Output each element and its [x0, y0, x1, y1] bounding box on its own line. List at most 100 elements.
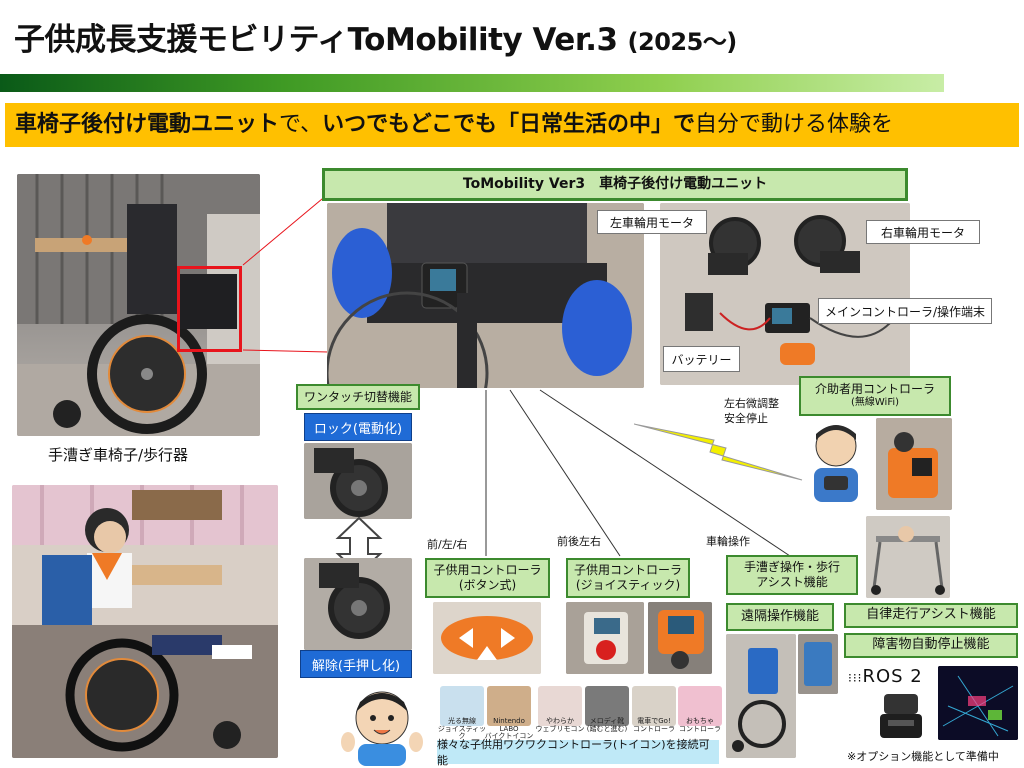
safety-stop-note: 安全停止 [724, 412, 768, 425]
release-photo [304, 558, 412, 650]
toycon-label-1b: ジョイスティック [437, 724, 487, 741]
highlight-frame [177, 266, 242, 352]
direction-label-2: 前後左右 [557, 535, 601, 548]
toycon-label-4: メロディ靴(踏むと進む) [581, 717, 633, 733]
assist-sub: アシスト機能 [756, 575, 828, 589]
button-controller-box: 子供用コントローラ (ボタン式) [425, 558, 550, 598]
remote-label: 遠隔操作機能 [740, 608, 819, 624]
assist-function-box: 手漕ぎ操作・歩行 アシスト機能 [726, 555, 858, 595]
release-wheel-illustration [304, 558, 412, 650]
tagline-part-3: いつでもどこでも「日常生活の中」で [322, 112, 696, 137]
assist-title: 手漕ぎ操作・歩行 [743, 560, 840, 574]
title-text: 子供成長支援モビリティToMobility Ver.3 [14, 22, 618, 58]
ros-logo-text: ROS 2 [862, 666, 923, 687]
boy-character-icon [341, 691, 423, 766]
battery-label: バッテリー [663, 346, 740, 372]
right-motor-label: 右車輪用モータ [866, 220, 980, 244]
release-label: 解除(手押し化) [311, 658, 401, 674]
title-year: (2025〜) [627, 28, 738, 56]
toycon-label-6a: おもちゃ [686, 717, 714, 725]
tagline-part-2: で、 [279, 112, 323, 137]
toycon-label-3: やわらかウェブリモコン [534, 717, 586, 733]
autonomous-assist-box: 自律走行アシスト機能 [844, 603, 1018, 628]
toycon-label-3b: ウェブリモコン [535, 724, 585, 733]
green-gradient-bar [0, 74, 944, 92]
toycon-label-2b: バイクトイコン [484, 732, 534, 741]
button-controller-title: 子供用コントローラ [433, 563, 542, 577]
unit-illustration [327, 203, 644, 388]
lock-wheel-illustration [304, 443, 412, 519]
toycon-thumb-4 [585, 686, 629, 726]
toycon-thumb-3 [538, 686, 582, 726]
remote-control-box: 遠隔操作機能 [726, 603, 834, 631]
button-controller-sub: (ボタン式) [458, 578, 517, 592]
toycon-label-4a: メロディ靴 [589, 717, 625, 725]
toycon-label-5: 電車でGo!コントローラ [628, 717, 680, 733]
release-box: 解除(手押し化) [300, 650, 412, 678]
child-illustration [12, 485, 278, 758]
wheelchair-illustration [17, 174, 260, 436]
lightning-icon [634, 423, 803, 481]
toycon-label-6b: コントローラ [679, 724, 721, 733]
tablet-photo [798, 634, 838, 694]
point-cloud-illustration [938, 666, 1018, 740]
toycon-thumb-1 [440, 686, 484, 726]
obstacle-label: 障害物自動停止機能 [872, 637, 990, 653]
toycon-banner-text: 様々な子供用ワクワクコントローラ(トイコン)を接続可能 [437, 738, 710, 767]
page-title: 子供成長支援モビリティToMobility Ver.3 (2025〜) [14, 14, 737, 59]
ros-dots-icon: ⁝⁝⁝ [848, 671, 863, 685]
toycon-label-6: おもちゃコントローラ [674, 717, 726, 733]
ros2-logo: ⁝⁝⁝ROS 2 [848, 666, 923, 687]
joystick-illustration-1 [566, 602, 644, 674]
switch-title: ワンタッチ切替機能 [303, 389, 412, 404]
caregiver-controller-photo [876, 418, 952, 510]
caregiver-device-illustration [876, 418, 952, 510]
remote-photo [726, 634, 796, 758]
left-motor-label: 左車輪用モータ [597, 210, 707, 234]
tablet-illustration [798, 634, 838, 694]
autonomous-label: 自律走行アシスト機能 [866, 607, 996, 623]
lidar-sensor-icon [880, 694, 922, 738]
connector-lines [242, 193, 329, 353]
child-wheelchair-photo [12, 485, 278, 758]
direction-label-1: 前/左/右 [427, 538, 468, 551]
joystick-photo-1 [566, 602, 644, 674]
tagline-part-1: 車椅子後付け電動ユニット [15, 112, 280, 137]
toycon-label-4b: (踏むと進む) [586, 724, 628, 733]
joystick-controller-title: 子供用コントローラ [573, 563, 682, 577]
toycon-label-2a: Nintendo LABO [493, 717, 525, 733]
joystick-photo-2 [648, 602, 712, 674]
direction-label-3: 車輪操作 [706, 535, 750, 548]
toycon-thumb-6 [678, 686, 722, 726]
toycon-label-5b: コントローラ [633, 724, 675, 733]
option-note: ※オプション機能として準備中 [847, 750, 999, 763]
unit-title: ToMobility Ver3 車椅子後付け電動ユニット [462, 175, 768, 192]
wheelchair-caption: 手漕ぎ車椅子/歩行器 [48, 446, 189, 464]
caregiver-controller-box: 介助者用コントローラ (無線WiFi) [799, 376, 951, 416]
fan-lines [485, 389, 791, 557]
joystick-controller-box: 子供用コントローラ (ジョイスティック) [566, 558, 690, 598]
remote-illustration [726, 634, 796, 758]
caregiver-title: 介助者用コントローラ [814, 382, 935, 397]
tagline-banner: 車椅子後付け電動ユニットで、いつでもどこでも「日常生活の中」で自分で動ける体験を [5, 103, 1019, 147]
button-controller-photo [433, 602, 541, 674]
point-cloud-map [938, 666, 1018, 740]
unit-title-box: ToMobility Ver3 車椅子後付け電動ユニット [322, 168, 908, 201]
lock-photo [304, 443, 412, 519]
toycon-label-1a: 光る無線 [448, 717, 476, 725]
walker-photo [866, 516, 950, 598]
toycon-thumb-2 [487, 686, 531, 726]
unit-closeup-photo [327, 203, 644, 388]
joystick-illustration-2 [648, 602, 712, 674]
toycon-label-5a: 電車でGo! [637, 717, 671, 725]
button-controller-illustration [433, 602, 541, 674]
toycon-banner: 様々な子供用ワクワクコントローラ(トイコン)を接続可能 [437, 738, 719, 767]
lock-label: ロック(電動化) [313, 421, 403, 437]
main-controller-label: メインコントローラ/操作端末 [818, 298, 992, 324]
obstacle-stop-box: 障害物自動停止機能 [844, 633, 1018, 658]
toycon-label-1: 光る無線ジョイスティック [436, 717, 488, 741]
caregiver-person-icon [814, 425, 858, 502]
toycon-label-3a: やわらか [546, 717, 574, 725]
lock-box: ロック(電動化) [304, 413, 412, 441]
